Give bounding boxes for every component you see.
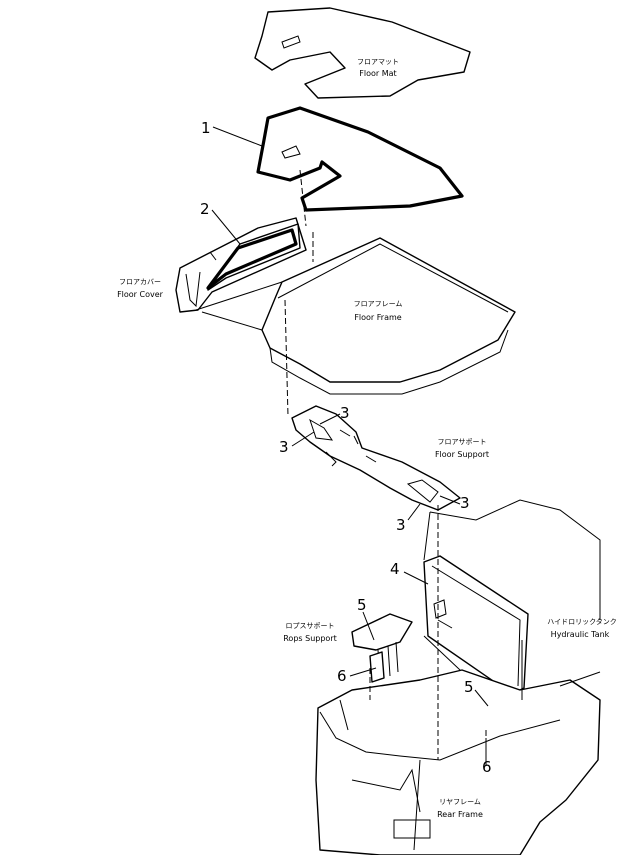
floor-support-label-jp: フロアサポート [438,438,487,446]
callout-leaders [211,126,489,766]
callout-6-right: 6 [482,758,492,776]
label-floor-mat: フロアマット Floor Mat [357,58,399,78]
label-rear-frame: リヤフレーム Rear Frame [437,798,483,819]
label-floor-support: フロアサポート Floor Support [435,438,489,459]
label-floor-cover: フロアカバー Floor Cover [117,278,164,299]
rear-frame-label-en: Rear Frame [437,810,483,819]
floor-cover-part-2 [175,217,307,313]
label-hydraulic-tank: ハイドロリックタンク Hydraulic Tank [547,617,617,639]
floor-mat-label-en: Floor Mat [359,69,396,78]
rear-frame-label-jp: リヤフレーム [439,798,481,806]
floor-mat-label-jp: フロアマット [357,58,399,66]
floor-mat-part [254,7,471,99]
callout-3-left: 3 [279,438,289,456]
floor-support-part [291,405,461,511]
callout-3-bottom: 3 [396,516,406,534]
rops-support-part [351,613,413,683]
floor-support-label-en: Floor Support [435,450,489,459]
callout-5-left: 5 [357,596,367,614]
label-floor-frame: フロアフレーム Floor Frame [354,300,403,322]
callout-1: 1 [201,119,211,137]
rops-support-label-en: Rops Support [283,634,337,643]
floor-mat-part-1 [256,106,464,212]
floor-frame-part [261,237,516,395]
callout-4: 4 [390,560,400,578]
label-rops-support: ロプスサポート Rops Support [283,622,337,643]
callout-3-top: 3 [340,404,350,422]
floor-frame-label-en: Floor Frame [354,313,401,322]
alignment-lines [195,169,487,760]
hydraulic-tank-label-en: Hydraulic Tank [551,630,610,639]
floor-cover-label-en: Floor Cover [117,290,164,299]
floor-cover-label-jp: フロアカバー [119,278,161,286]
callout-numbers: 1 2 3 3 3 3 4 5 6 5 6 [200,119,492,776]
callout-3-right: 3 [460,494,470,512]
callout-2: 2 [200,200,210,218]
hydraulic-tank-label-jp: ハイドロリックタンク [547,617,617,626]
floor-frame-label-jp: フロアフレーム [354,300,403,308]
hydraulic-tank-part [423,555,529,701]
rops-support-label-jp: ロプスサポート [286,622,335,630]
callout-5-right: 5 [464,678,474,696]
rear-frame-part [315,499,601,855]
callout-6-left: 6 [337,667,347,685]
